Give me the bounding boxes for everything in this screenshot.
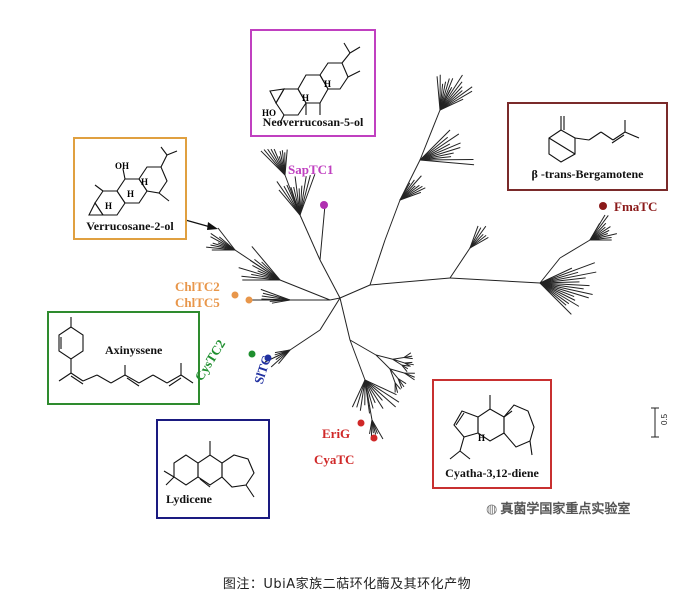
chltc2-label: ChlTC2	[175, 279, 220, 294]
lydicene-structure	[163, 441, 255, 498]
scale-bar-label: 0.5	[660, 413, 669, 425]
erig-label: EriG	[322, 426, 351, 441]
bergamotene-structure	[548, 116, 640, 163]
neoverrucosan-name: Neoverrucosan-5-ol	[262, 115, 364, 129]
neoverrucosan-ho: HO	[262, 108, 276, 118]
wechat-icon: ◍	[486, 502, 498, 517]
scale-bar	[651, 407, 659, 438]
cystc2-dot	[248, 350, 256, 358]
fmatc-dot	[599, 202, 607, 210]
verrucosane-h2: H	[127, 189, 134, 199]
cyathadiene-h: H	[478, 433, 485, 443]
neoverrucosan-h1: H	[302, 93, 309, 103]
axinyssene-structure	[58, 317, 194, 387]
saptc1-label: SapTC1	[288, 162, 334, 177]
neoverrucosan-box: H H HO Neoverrucosan-5-ol	[250, 29, 376, 137]
verrucosane-structure: OH H H H	[88, 146, 178, 216]
verrucosane-h1: H	[141, 177, 148, 187]
chltc5-label: ChlTC5	[175, 295, 220, 310]
axinyssene-box: Axinyssene	[47, 311, 200, 405]
bergamotene-name: β -trans-Bergamotene	[531, 167, 644, 181]
chltc5-dot	[245, 296, 253, 304]
saptc1-dot	[320, 201, 328, 209]
verrucosane-name: Verrucosane-2-ol	[86, 219, 174, 233]
lydicene-name: Lydicene	[166, 492, 213, 506]
cyathadiene-box: H Cyatha-3,12-diene	[432, 379, 552, 489]
watermark: ◍真菌学国家重点实验室	[486, 498, 630, 517]
chltc2-dot	[231, 291, 239, 299]
axinyssene-name: Axinyssene	[105, 343, 163, 357]
neoverrucosan-h2: H	[324, 79, 331, 89]
cyatc-label: CyaTC	[314, 452, 355, 467]
figure-caption: 图注：UbiA家族二萜环化酶及其环化产物	[222, 577, 472, 592]
bergamotene-box: β -trans-Bergamotene	[507, 102, 668, 191]
watermark-text: 真菌学国家重点实验室	[500, 502, 631, 517]
verrucosane-oh: OH	[115, 161, 129, 171]
cyathadiene-structure: H	[449, 395, 535, 460]
cyathadiene-name: Cyatha-3,12-diene	[445, 466, 539, 480]
verrucosane-box: OH H H H Verrucosane-2-ol	[73, 137, 187, 240]
verrucosane-h3: H	[105, 201, 112, 211]
erig-dot	[357, 419, 365, 427]
sltc-dot	[264, 354, 272, 362]
neoverrucosan-structure: H H HO	[262, 42, 361, 124]
fmatc-label: FmaTC	[614, 199, 658, 214]
cyatc-dot	[370, 434, 378, 442]
lydicene-box: Lydicene	[156, 419, 270, 519]
